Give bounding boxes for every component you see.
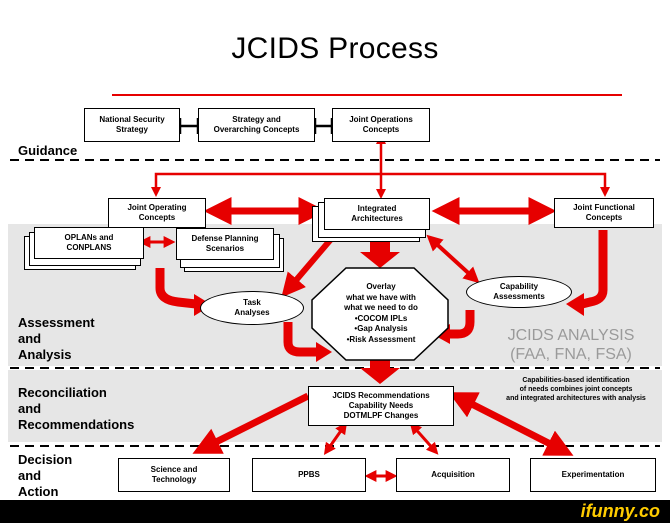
title-underline	[112, 94, 622, 96]
experimentation-box: Experimentation	[530, 458, 656, 492]
ifunny-watermark: ifunny.co	[580, 501, 660, 521]
overlay-text: Overlay what we have with what we need t…	[344, 282, 418, 344]
arrow-task-overlay	[283, 322, 318, 357]
arrow-ia-capability	[426, 234, 480, 284]
arrow-rec-experimentation	[448, 392, 574, 456]
ppbs-box: PPBS	[252, 458, 366, 492]
capabilities-note: Capabilities-based identification of nee…	[506, 377, 646, 402]
arrow-oplans-task	[155, 268, 197, 309]
overlay-octagon	[311, 267, 449, 361]
arrow-ia-task	[281, 236, 335, 298]
acquisition-box: Acquisition	[396, 458, 510, 492]
arrow-jfc-capability	[580, 230, 608, 309]
arrow-capability-overlay	[446, 310, 475, 339]
arrow-rec-acquisition	[409, 422, 439, 455]
arrow-rec-science	[192, 392, 310, 454]
jcids-recommendations-box: JCIDS Recommendations Capability Needs D…	[308, 386, 454, 426]
jcids-analysis-label: JCIDS ANALYSIS (FAA, FNA, FSA)	[507, 327, 635, 363]
section-guidance: Guidance	[18, 143, 78, 158]
arrow-overlay-recommendations	[360, 356, 400, 384]
arrow-rec-ppbs	[323, 422, 348, 455]
arrow-crossbar	[151, 172, 610, 197]
page-title: JCIDS Process	[231, 32, 439, 65]
watermark-bar	[0, 500, 670, 523]
